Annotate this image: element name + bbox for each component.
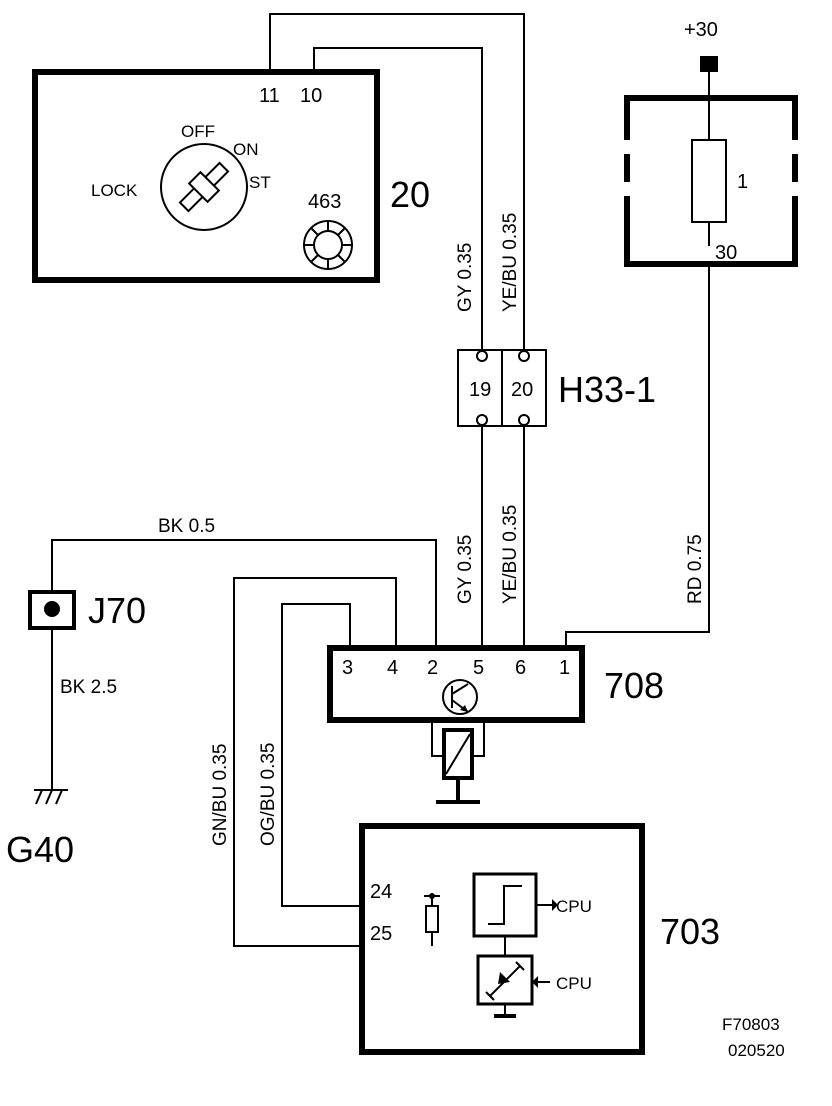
module-703-pin-25: 25 bbox=[370, 923, 392, 945]
ground-icon bbox=[34, 789, 68, 805]
connector-h33-id: H33-1 bbox=[558, 369, 656, 410]
wire-label-gy-upper: GY 0.35 bbox=[455, 243, 476, 312]
wire-label-bk-05: BK 0.5 bbox=[158, 516, 215, 537]
key-cylinder-icon bbox=[160, 143, 248, 231]
module-703-pin-24: 24 bbox=[370, 881, 392, 903]
cpu-output-label: CPU bbox=[556, 897, 592, 916]
wire-label-bk-25: BK 2.5 bbox=[60, 677, 117, 698]
zener-transistor-icon bbox=[476, 954, 550, 1018]
h33-pin-20: 20 bbox=[511, 379, 533, 401]
supply-terminal-icon bbox=[700, 56, 718, 72]
module-708: 3 4 2 5 6 1 bbox=[327, 645, 585, 804]
fuse-number: 1 bbox=[737, 171, 748, 193]
pullup-resistor-icon bbox=[424, 893, 440, 946]
wire-gy-upper bbox=[313, 47, 483, 350]
wire-label-yebu-upper: YE/BU 0.35 bbox=[500, 213, 521, 312]
ignition-switch-id: 20 bbox=[390, 174, 430, 215]
connector-j70 bbox=[28, 590, 76, 630]
module-708-pin-3: 3 bbox=[342, 657, 353, 679]
ignition-st-label: ST bbox=[249, 173, 271, 192]
fuse-icon bbox=[691, 139, 727, 223]
module-708-pin-5: 5 bbox=[473, 657, 484, 679]
actuator-coil-icon bbox=[431, 720, 485, 804]
cpu-input-label: CPU bbox=[556, 974, 592, 993]
transistor-icon bbox=[442, 679, 478, 715]
schmitt-trigger-icon bbox=[472, 872, 558, 938]
wire-label-yebu-lower: YE/BU 0.35 bbox=[500, 505, 521, 604]
fuse-box: 1 30 bbox=[624, 95, 798, 267]
figure-code: F70803 bbox=[722, 1015, 780, 1034]
wire-label-ogbu: OG/BU 0.35 bbox=[258, 743, 279, 847]
fuse-terminal: 30 bbox=[715, 242, 737, 264]
supply-label: +30 bbox=[684, 19, 718, 41]
module-708-pin-1: 1 bbox=[559, 657, 570, 679]
wires bbox=[51, 13, 710, 947]
wire-label-gy-lower: GY 0.35 bbox=[455, 535, 476, 604]
ring-sensor-icon bbox=[303, 220, 353, 270]
wire-label-rd: RD 0.75 bbox=[685, 534, 706, 604]
wire-ogbu bbox=[281, 603, 362, 907]
ignition-lock-label: LOCK bbox=[91, 181, 138, 200]
wire-gnbu bbox=[233, 577, 500, 947]
connector-h33: 19 20 bbox=[457, 349, 547, 427]
module-708-pin-4: 4 bbox=[387, 657, 398, 679]
ignition-pin-11: 11 bbox=[259, 85, 280, 107]
connector-j70-id: J70 bbox=[88, 590, 146, 631]
wire-yebu-upper bbox=[269, 13, 525, 350]
wire-rd bbox=[565, 264, 710, 648]
ignition-pin-10: 10 bbox=[300, 85, 322, 107]
ignition-on-label: ON bbox=[233, 140, 259, 159]
sensor-id-label: 463 bbox=[308, 191, 341, 213]
module-703-box bbox=[359, 823, 645, 1055]
module-703-id: 703 bbox=[660, 911, 720, 952]
ignition-off-label: OFF bbox=[181, 122, 215, 141]
ground-id: G40 bbox=[6, 829, 74, 870]
module-708-id: 708 bbox=[604, 665, 664, 706]
h33-pin-19: 19 bbox=[469, 379, 491, 401]
module-708-pin-2: 2 bbox=[427, 657, 438, 679]
module-703: 24 25 CPU CPU bbox=[359, 823, 645, 1055]
module-708-pin-6: 6 bbox=[515, 657, 526, 679]
ignition-switch: 11 10 OFF ON LOCK ST 463 bbox=[32, 69, 380, 283]
figure-date: 020520 bbox=[728, 1041, 785, 1060]
wire-label-gnbu: GN/BU 0.35 bbox=[210, 744, 231, 846]
wire-bk-05 bbox=[51, 539, 437, 648]
